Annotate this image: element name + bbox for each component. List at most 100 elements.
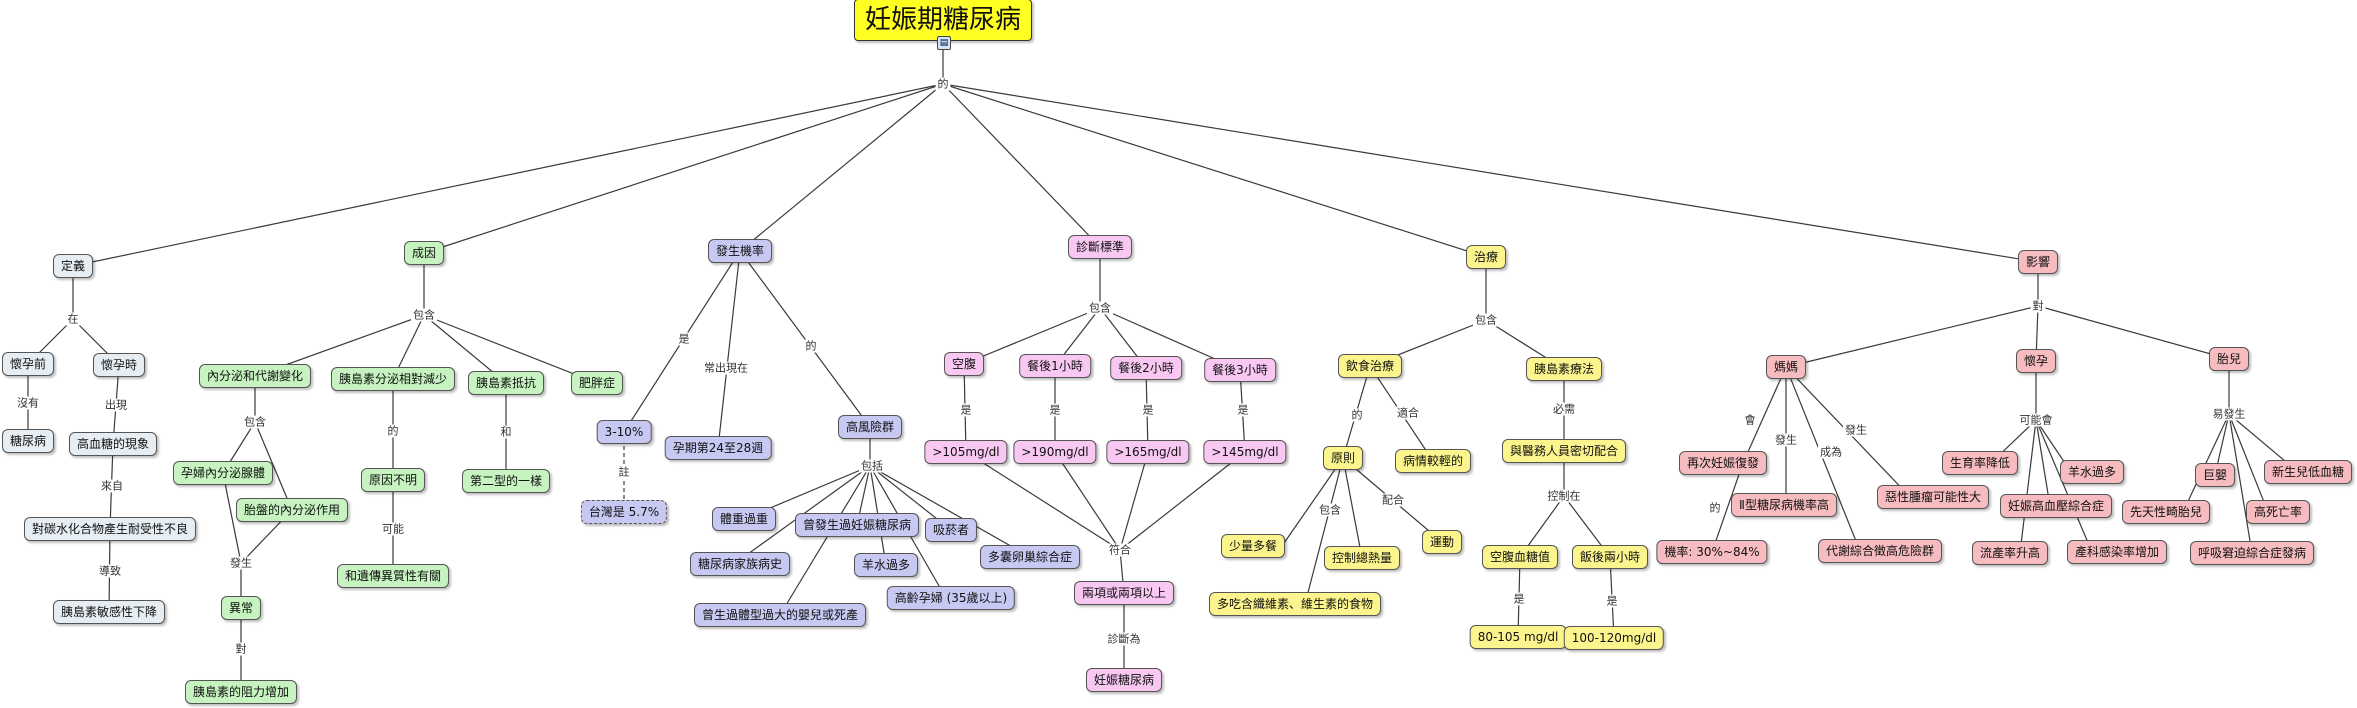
node-pregnancy[interactable]: 懷孕 (2015, 349, 2057, 373)
link-label: 是 (1604, 594, 1620, 608)
value-prefix: > (932, 445, 943, 459)
node-two-or-more[interactable]: 兩項或兩項以上 (1073, 581, 1175, 605)
root-node[interactable]: 妊娠期糖尿病 (853, 0, 1033, 41)
node-pre-pregnancy[interactable]: 懷孕前 (1, 352, 55, 376)
node-risk-prior-gdm[interactable]: 曾發生過妊娠糖尿病 (794, 513, 920, 537)
node-principle[interactable]: 原則 (1322, 446, 1364, 470)
node-diag-1h[interactable]: 餐後1小時 (1019, 354, 1091, 378)
node-endocrine-metabolic[interactable]: 內分泌和代謝變化 (198, 364, 312, 388)
node-maternal-endocrine[interactable]: 孕婦內分泌腺體 (172, 461, 274, 485)
node-fiber-food[interactable]: 多吃含纖維素、維生素的食物 (1208, 592, 1382, 616)
node-carb-intolerance[interactable]: 對碳水化合物產生耐受性不良 (23, 517, 197, 541)
link-label: 發生 (1773, 433, 1799, 447)
node-neonatal-hypoglycemia[interactable]: 新生兒低血糖 (2263, 460, 2353, 484)
node-risk-family-history[interactable]: 糖尿病家族病史 (689, 552, 791, 576)
link-label: 適合 (1395, 406, 1421, 420)
node-cause-unknown[interactable]: 原因不明 (360, 468, 426, 492)
value-prefix: > (1021, 445, 1032, 459)
node-recur[interactable]: 再次妊娠復發 (1678, 451, 1768, 475)
branch-cause[interactable]: 成因 (403, 241, 445, 265)
node-fertility-drop[interactable]: 生育率降低 (1941, 451, 2019, 475)
branch-diagnosis[interactable]: 診斷標準 (1067, 235, 1133, 259)
expand-icon[interactable]: ▤ (937, 36, 951, 50)
node-malformation[interactable]: 先天性畸胎兒 (2121, 500, 2211, 524)
node-insulin-resistance[interactable]: 胰島素抵抗 (467, 371, 545, 395)
link-label: 必需 (1551, 402, 1577, 416)
node-diag-1h-value[interactable]: >190mg/dl (1013, 440, 1097, 464)
node-insulin-resistance-increase[interactable]: 胰島素的阻力增加 (184, 680, 298, 704)
node-recur-rate[interactable]: 機率: 30%~84% (1656, 540, 1768, 564)
branch-definition[interactable]: 定義 (52, 254, 94, 278)
node-postmeal-two[interactable]: 飯後兩小時 (1571, 545, 1649, 569)
node-miscarriage[interactable]: 流產率升高 (1971, 541, 2049, 565)
value: 105mg/dl (942, 445, 1000, 459)
node-risk-advanced-age[interactable]: 高齡孕婦 (35歲以上) (886, 586, 1016, 610)
node-gdm[interactable]: 妊娠糖尿病 (1085, 668, 1163, 692)
node-small-meals[interactable]: 少量多餐 (1220, 534, 1286, 558)
node-weeks[interactable]: 孕期第24至28週 (664, 436, 772, 460)
link-label: 導致 (97, 564, 123, 578)
link-label: 沒有 (15, 396, 41, 410)
branch-treatment[interactable]: 治療 (1465, 245, 1507, 269)
node-diet[interactable]: 飲食治療 (1337, 354, 1403, 378)
branch-effects[interactable]: 影響 (2017, 250, 2059, 274)
link-label: 的 (1707, 501, 1723, 515)
link-label: 是 (1235, 403, 1251, 417)
node-risk-pcos[interactable]: 多囊卵巢綜合症 (979, 545, 1081, 569)
node-rds[interactable]: 呼吸窘迫綜合症發病 (2189, 541, 2315, 565)
node-type2-same[interactable]: 第二型的一樣 (461, 469, 551, 493)
node-diag-3h[interactable]: 餐後3小時 (1204, 358, 1276, 382)
node-fasting-glucose[interactable]: 空腹血糖值 (1481, 545, 1559, 569)
node-fetus[interactable]: 胎兒 (2208, 347, 2250, 371)
node-insulin-therapy[interactable]: 胰島素療法 (1525, 357, 1603, 381)
node-diag-fasting[interactable]: 空腹 (943, 352, 985, 376)
node-risk-polyhydramnios[interactable]: 羊水過多 (853, 553, 919, 577)
node-insulin-sensitivity[interactable]: 胰島素敏感性下降 (52, 600, 166, 624)
node-high-mortality[interactable]: 高死亡率 (2245, 500, 2311, 524)
node-high-risk[interactable]: 高風險群 (837, 415, 903, 439)
node-hyperglycemia[interactable]: 高血糖的現象 (68, 432, 158, 456)
link-label: 是 (958, 403, 974, 417)
node-cooperate[interactable]: 與醫務人員密切配合 (1501, 439, 1627, 463)
node-mild[interactable]: 病情較輕的 (1394, 449, 1472, 473)
node-taiwan-rate[interactable]: 台灣是 5.7% (580, 500, 668, 524)
node-diag-2h[interactable]: 餐後2小時 (1110, 356, 1182, 380)
link-label: 可能 (380, 522, 406, 536)
node-risk-overweight[interactable]: 體重過重 (711, 507, 777, 531)
node-infection[interactable]: 產科感染率增加 (2066, 540, 2168, 564)
node-control-calories[interactable]: 控制總熱量 (1323, 546, 1401, 570)
link-label: 配合 (1380, 493, 1406, 507)
node-diabetes[interactable]: 糖尿病 (1, 429, 55, 453)
node-during-pregnancy[interactable]: 懷孕時 (92, 353, 146, 377)
node-diag-3h-value[interactable]: >145mg/dl (1203, 440, 1287, 464)
link-label: 的 (1349, 408, 1365, 422)
node-postmeal-range[interactable]: 100-120mg/dl (1563, 626, 1665, 650)
node-genetic-related[interactable]: 和遺傳異質性有關 (336, 564, 450, 588)
link-label: 是 (1511, 592, 1527, 606)
node-risk-macrosomia[interactable]: 曾生過體型過大的嬰兒或死產 (693, 603, 867, 627)
link-label: 常出現在 (702, 361, 750, 375)
node-type2-high[interactable]: Ⅱ型糖尿病機率高 (1731, 493, 1837, 517)
node-risk-smoker[interactable]: 吸菸者 (924, 518, 978, 542)
node-placental-endocrine[interactable]: 胎盤的內分泌作用 (235, 498, 349, 522)
node-obesity[interactable]: 肥胖症 (570, 371, 624, 395)
node-mother[interactable]: 媽媽 (1765, 355, 1807, 379)
node-macrosomia[interactable]: 巨嬰 (2194, 463, 2236, 487)
link-label: 在 (65, 312, 81, 326)
node-metabolic[interactable]: 代謝綜合徵高危險群 (1817, 539, 1943, 563)
node-fasting-range[interactable]: 80-105 mg/dl (1469, 625, 1567, 649)
link-label: 可能會 (2017, 413, 2055, 427)
node-preeclampsia[interactable]: 妊娠高血壓綜合症 (1999, 494, 2113, 518)
node-abnormal[interactable]: 異常 (220, 596, 262, 620)
branch-incidence[interactable]: 發生機率 (707, 239, 773, 263)
node-diag-fasting-value[interactable]: >105mg/dl (924, 440, 1008, 464)
link-label: 包含 (411, 308, 437, 322)
node-diag-2h-value[interactable]: >165mg/dl (1106, 440, 1190, 464)
value-prefix: > (1114, 445, 1125, 459)
node-insulin-secretion[interactable]: 胰島素分泌相對減少 (330, 367, 456, 391)
link-label: 是 (676, 332, 692, 346)
node-malignancy[interactable]: 惡性腫瘤可能性大 (1876, 485, 1990, 509)
node-rate[interactable]: 3-10% (596, 420, 652, 444)
node-polyhydramnios[interactable]: 羊水過多 (2059, 460, 2125, 484)
node-exercise[interactable]: 運動 (1421, 530, 1463, 554)
